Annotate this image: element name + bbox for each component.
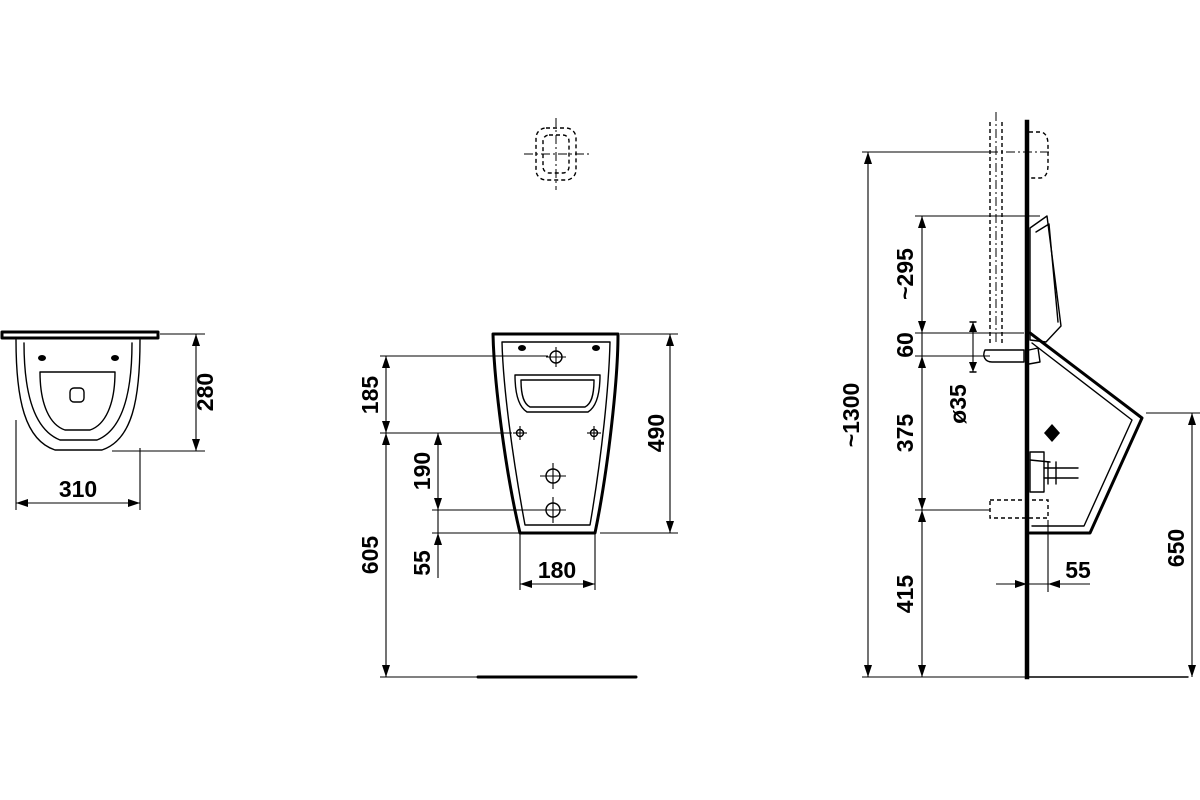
top-view-basin xyxy=(39,371,116,431)
inlet-symbol xyxy=(524,118,590,190)
front-view-label-190: 190 xyxy=(409,452,435,490)
front-view-label-180: 180 xyxy=(538,557,576,583)
front-view-label-185: 185 xyxy=(357,376,383,415)
top-view: 310 280 xyxy=(0,330,218,510)
side-view-inlet-connector xyxy=(983,349,1025,363)
front-view-hole xyxy=(518,345,526,351)
top-view-outer-contour xyxy=(15,339,141,451)
front-view-label-490: 490 xyxy=(643,414,669,452)
front-view-fixing-marker xyxy=(587,426,601,440)
dim-arrow xyxy=(128,499,140,507)
side-view-inlet-spud xyxy=(1028,347,1041,365)
side-view-fixing-bolt xyxy=(1029,451,1079,493)
front-view-fixing-marker xyxy=(513,426,527,440)
front-view-label-55: 55 xyxy=(409,550,435,576)
side-view-label-415: 415 xyxy=(892,575,918,614)
top-view-inner-contour xyxy=(23,342,133,441)
side-view-label-55: 55 xyxy=(1065,557,1091,583)
side-view-label-650: 650 xyxy=(1163,529,1189,567)
dim-arrow xyxy=(192,334,200,346)
side-view-label-60: 60 xyxy=(892,332,918,358)
top-view-width-label: 310 xyxy=(59,476,97,502)
top-view-fixing-hole xyxy=(111,355,119,361)
front-view-inlet-marker xyxy=(546,347,566,367)
top-view-depth-label: 280 xyxy=(192,373,218,411)
front-view-outlet-marker xyxy=(540,463,566,489)
dim-arrow xyxy=(192,439,200,451)
side-view-inner-detail xyxy=(1029,459,1051,463)
side-view-flush-valve-inner xyxy=(1035,223,1059,323)
side-view-flush-valve xyxy=(1029,215,1062,343)
top-view-wall-flange xyxy=(0,330,160,340)
side-view-label-35: ø35 xyxy=(945,384,971,424)
front-view-outlet-marker xyxy=(540,497,566,523)
front-view-basin-inner xyxy=(520,379,595,408)
front-view: 185 605 190 55 180 490 xyxy=(357,118,678,679)
top-view-drain xyxy=(69,387,85,403)
side-view: ~1300 ~295 60 ø35 375 415 55 xyxy=(838,112,1200,680)
side-view-body xyxy=(1028,331,1144,535)
dim-arrow xyxy=(16,499,28,507)
side-view-inlet-box xyxy=(1029,131,1049,179)
side-view-total-height-label: ~1300 xyxy=(838,383,864,448)
side-view-label-375: 375 xyxy=(892,414,918,453)
front-view-label-605: 605 xyxy=(357,536,383,575)
front-view-inner-rim xyxy=(501,341,611,526)
side-view-body-inner xyxy=(1031,342,1133,527)
side-view-supply-pipe xyxy=(989,112,1003,345)
front-view-hole xyxy=(592,345,600,351)
side-view-fixing-marker xyxy=(1044,424,1060,442)
front-view-basin xyxy=(514,374,601,413)
side-view-outlet-pipe xyxy=(989,499,1049,519)
top-view-fixing-hole xyxy=(38,355,46,361)
side-view-label-295: ~295 xyxy=(892,248,918,300)
